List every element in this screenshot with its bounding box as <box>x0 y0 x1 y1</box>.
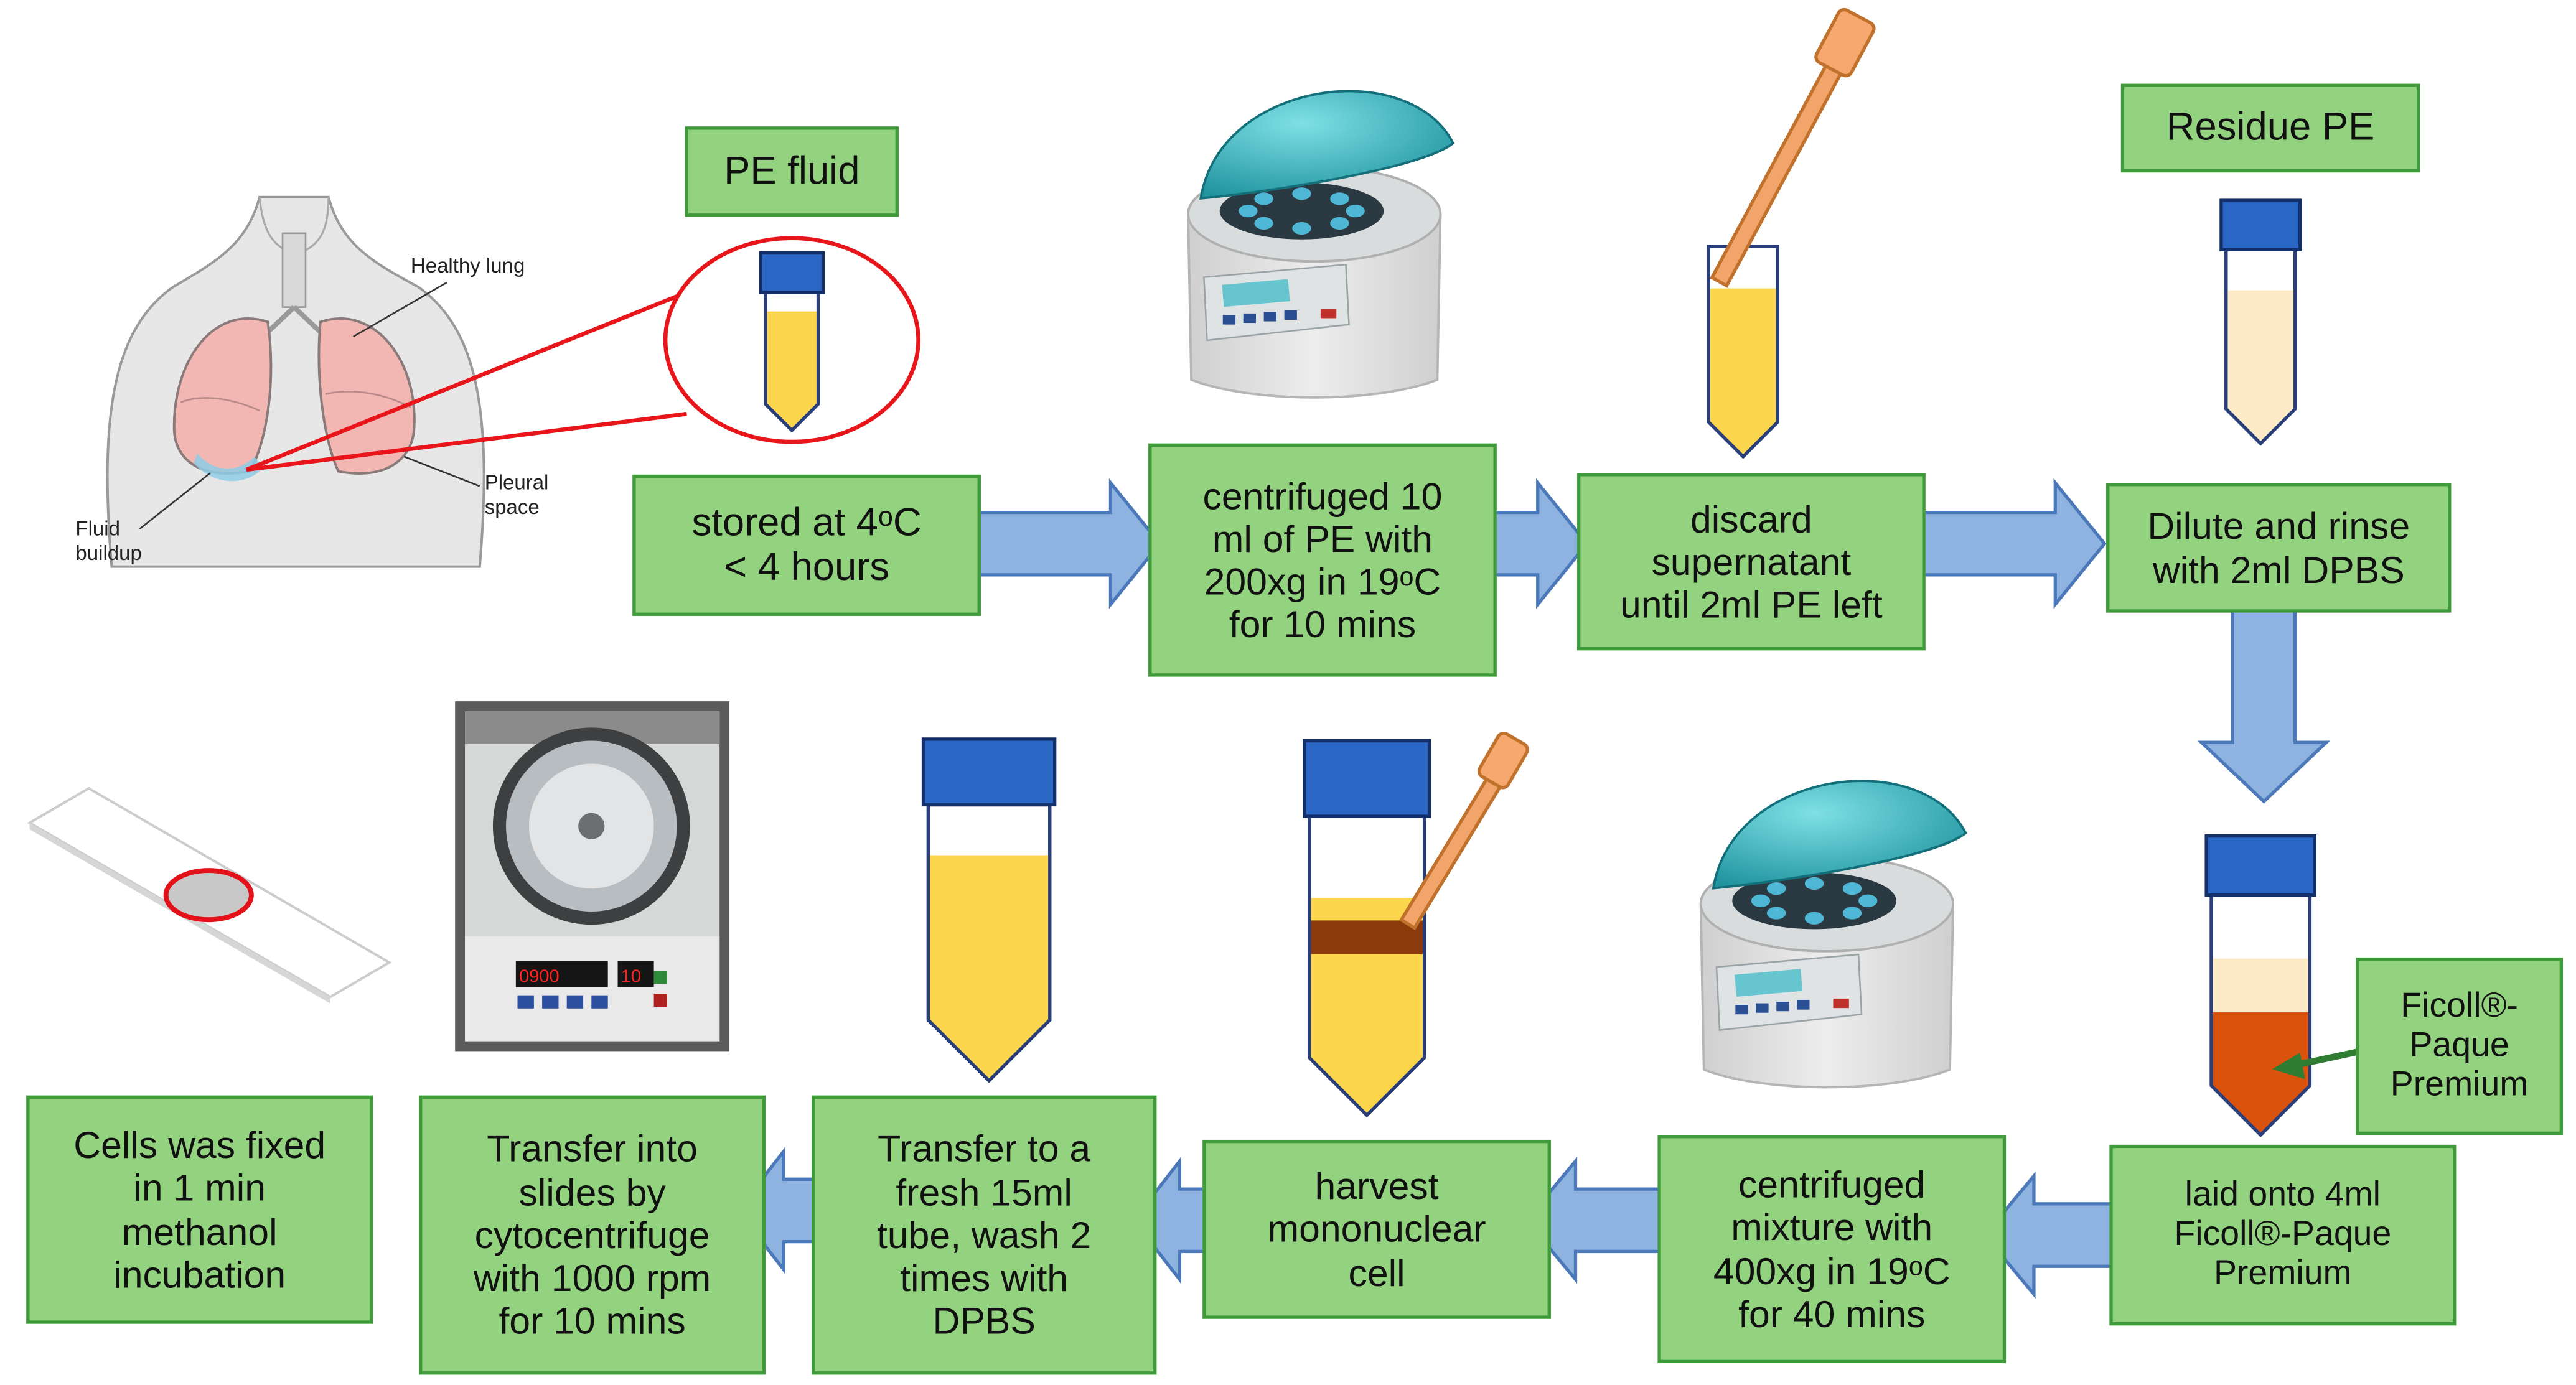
healthy-lung-label: Healthy lung <box>411 254 525 277</box>
centrifuge-icon <box>1699 780 1967 1089</box>
test-tube-icon <box>1707 245 1779 459</box>
test-tube-icon <box>1303 739 1431 1118</box>
ficoll-paque-label: Ficoll®- Paque Premium <box>2356 957 2563 1136</box>
step-discard-supernatant: discard supernatant until 2ml PE left <box>1577 473 1926 651</box>
step-centrifuge-pe: centrifuged 10 ml of PE with 200xg in 19… <box>1148 443 1497 677</box>
step-harvest-cells: harvest mononuclear cell <box>1202 1139 1551 1319</box>
flow-arrow-icon <box>1982 1171 2115 1299</box>
step-store-sample: stored at 4ᵒC < 4 hours <box>632 474 981 616</box>
flow-arrow-icon <box>1904 478 2107 609</box>
test-tube-icon <box>921 737 1057 1083</box>
test-tube-icon <box>2219 198 2302 446</box>
step-dilute-rinse: Dilute and rinse with 2ml DPBS <box>2106 483 2452 613</box>
pipette-icon <box>1710 7 1876 288</box>
cytocentrifuge-photo-icon: 0900 10 <box>455 701 730 1052</box>
test-tube-icon <box>2204 834 2316 1137</box>
pe-fluid-label: PE fluid <box>685 126 899 217</box>
flow-arrow-icon <box>2197 596 2331 804</box>
step-transfer-slides: Transfer into slides by cytocentrifuge w… <box>419 1095 766 1375</box>
step-centrifuge-mixture: centrifuged mixture with 400xg in 19ᵒC f… <box>1657 1135 2007 1363</box>
microscope-slide-icon <box>27 786 392 1004</box>
cytocentrifuge-value-readout: 10 <box>621 967 641 987</box>
test-tube-icon <box>759 251 825 433</box>
pipette-icon <box>1399 731 1529 931</box>
centrifuge-icon <box>1187 90 1455 399</box>
flow-arrow-icon <box>967 478 1163 609</box>
step-fix-cells: Cells was fixed in 1 min methanol incuba… <box>26 1095 373 1324</box>
step-laid-onto-ficoll: laid onto 4ml Ficoll®-Paque Premium <box>2109 1144 2457 1326</box>
step-transfer-tube: Transfer to a fresh 15ml tube, wash 2 ti… <box>812 1095 1157 1375</box>
ficoll-pointer-arrow <box>2272 1048 2362 1080</box>
cytocentrifuge-time-readout: 0900 <box>519 967 560 987</box>
residue-pe-label: Residue PE <box>2120 83 2420 173</box>
